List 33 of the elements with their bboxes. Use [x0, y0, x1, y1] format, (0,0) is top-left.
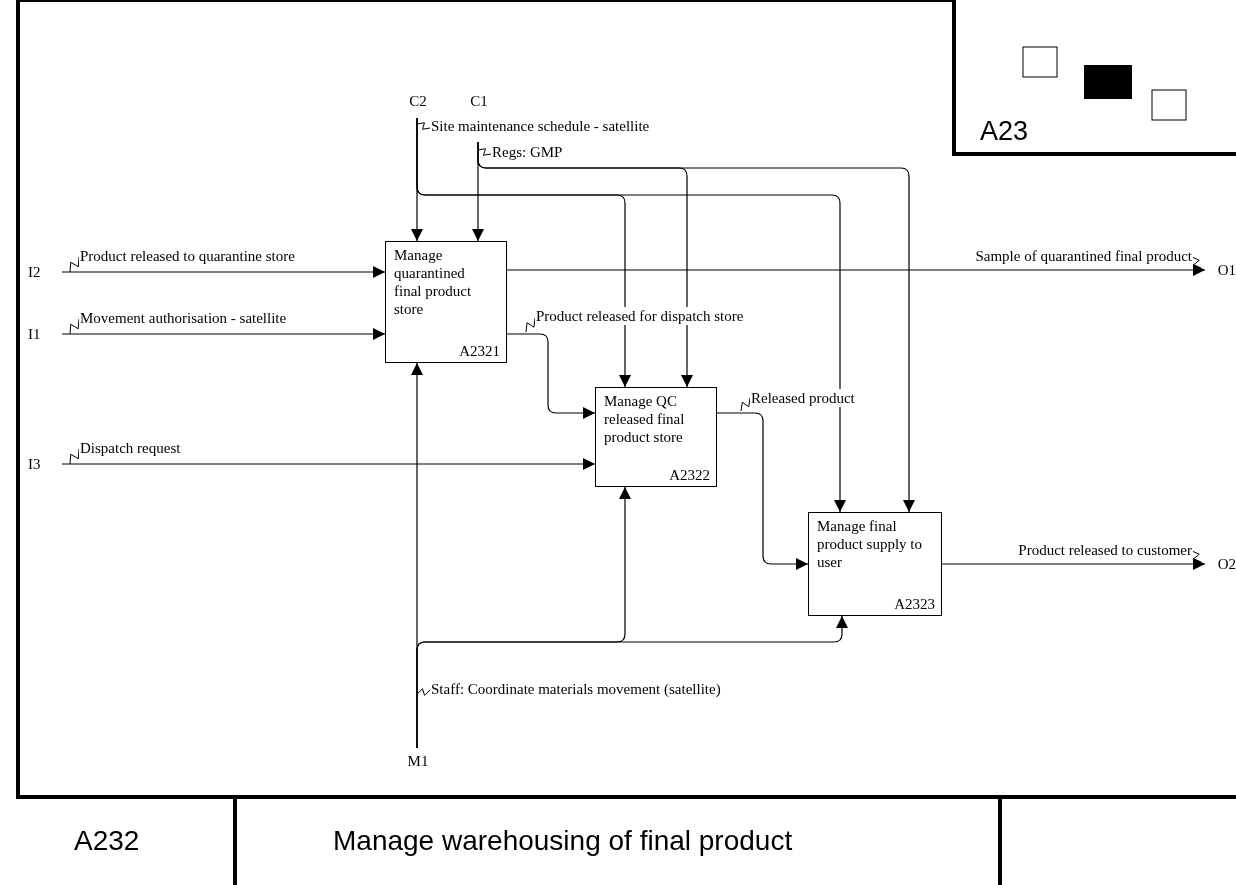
node-number: A232 — [74, 827, 140, 855]
arrow — [61, 328, 386, 340]
activity-name: Manage QC released final product store — [604, 392, 686, 446]
activity-box — [385, 241, 507, 363]
activity-number: A2321 — [459, 342, 500, 360]
activity-box — [595, 387, 717, 487]
activity-name: Manage quarantined final product store — [394, 246, 473, 318]
boundary-arrow-code: I3 — [28, 455, 41, 473]
arrow — [61, 266, 386, 278]
boundary-arrow-code: O2 — [1217, 555, 1236, 573]
edge-label: Released product — [750, 389, 856, 407]
boundary-arrow-code: I1 — [28, 325, 41, 343]
boundary-arrow-code: I2 — [28, 263, 41, 281]
boundary-arrow-code: O1 — [1217, 261, 1236, 279]
arrow — [506, 333, 596, 419]
arrow — [61, 458, 596, 470]
boundary-arrow-code: C1 — [470, 92, 488, 110]
boundary-arrow-code: C2 — [409, 92, 427, 110]
activity-name: Manage final product supply to user — [817, 517, 923, 571]
activity-box — [808, 512, 942, 616]
arrow — [416, 117, 846, 513]
activity-number: A2322 — [669, 466, 710, 484]
edge-label: Sample of quarantined final product — [974, 247, 1193, 265]
parent-node-number: A23 — [980, 118, 1029, 145]
arrow — [477, 141, 915, 513]
diagram-title: Manage warehousing of final product — [333, 827, 793, 855]
arrow — [416, 615, 848, 749]
edge-label: Product released for dispatch store — [535, 307, 745, 325]
activity-number: A2323 — [894, 595, 935, 613]
arrow — [716, 412, 809, 570]
arrow — [941, 558, 1206, 570]
edge-label: Staff: Coordinate materials movement (satellite) — [430, 680, 722, 698]
boundary-arrow-code: M1 — [407, 752, 429, 770]
